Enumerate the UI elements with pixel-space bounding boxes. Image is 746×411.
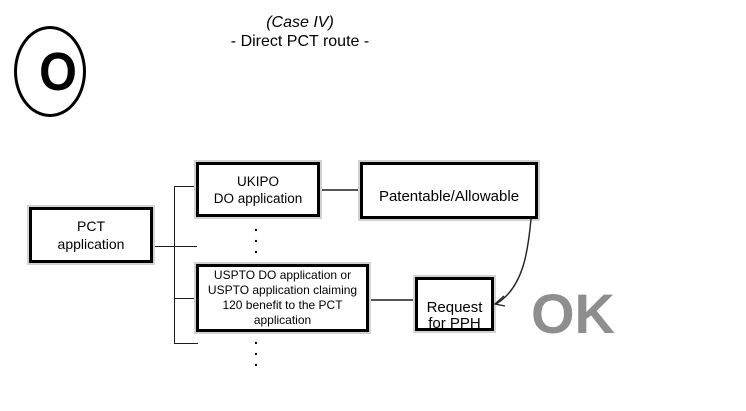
node-ukipo-do-application: UKIPO DO application bbox=[196, 162, 320, 217]
ok-status-label: OK bbox=[531, 282, 615, 345]
node-patentable-allowable-label: Patentable/Allowable bbox=[378, 188, 520, 205]
node-pct-application: PCT application bbox=[29, 207, 153, 263]
logo-ellipse-icon: O bbox=[14, 26, 86, 117]
node-pct-application-label: PCT application bbox=[57, 218, 125, 252]
curved-arrow-line bbox=[495, 218, 532, 305]
case-label: (Case IV) bbox=[266, 14, 334, 31]
page-title: (Case IV) - Direct PCT route - bbox=[210, 13, 390, 51]
connector-trunk-to-ukipo bbox=[174, 186, 197, 187]
node-patentable-allowable: Patentable/Allowable bbox=[360, 162, 538, 219]
connector-bottom-stub bbox=[174, 343, 198, 344]
node-uspto-do-application: USPTO DO application or USPTO applicatio… bbox=[196, 264, 369, 332]
node-ukipo-do-application-label: UKIPO DO application bbox=[213, 173, 303, 206]
route-label: - Direct PCT route - bbox=[230, 33, 370, 50]
node-uspto-do-application-label: USPTO DO application or USPTO applicatio… bbox=[207, 268, 358, 327]
logo-letter: O bbox=[39, 42, 77, 102]
connector-trunk-to-uspto bbox=[174, 298, 197, 299]
curved-arrow-head-icon bbox=[493, 295, 506, 307]
connector-trunk-vertical bbox=[174, 186, 175, 344]
connector-ukipo-to-patentable bbox=[319, 189, 361, 191]
connector-uspto-to-pph bbox=[368, 299, 416, 301]
ellipsis-dots-lower: . . . bbox=[254, 331, 258, 369]
node-request-for-pph-label: Request for PPH bbox=[426, 299, 483, 332]
ellipsis-dots-middle: . . . bbox=[254, 218, 258, 256]
node-request-for-pph: Request for PPH bbox=[415, 277, 494, 332]
